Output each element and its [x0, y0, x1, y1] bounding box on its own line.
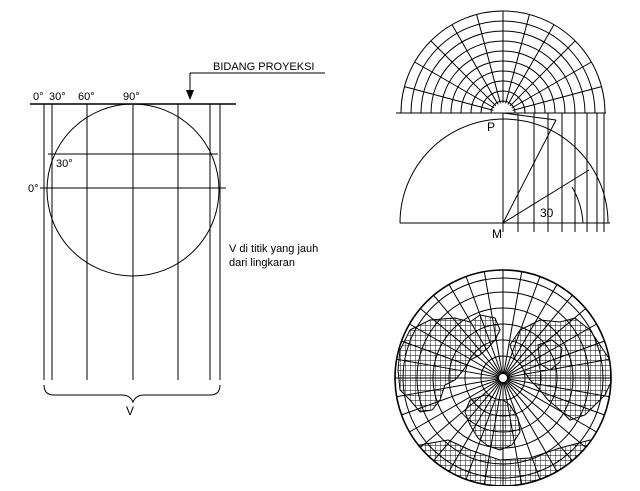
orthographic-projection-diagram: BIDANG PROYEKSI 0° 30° 60° 90° 30° 0° V … [28, 61, 325, 418]
meridian-line-8 [503, 381, 523, 486]
upper-radial-8 [451, 24, 499, 105]
meridian-line-34 [506, 339, 607, 378]
meridian-line-20 [399, 339, 500, 378]
projection-plane-arrow [186, 72, 325, 100]
upper-radial-1 [512, 86, 602, 111]
meridian-line-11 [464, 381, 503, 482]
polar-cap [481, 356, 525, 400]
meridian-line-5 [505, 380, 575, 463]
point-p-label: P [487, 120, 495, 134]
polar-world-map [394, 269, 612, 487]
construction-line-2 [502, 169, 590, 224]
meridian-line-16 [399, 378, 500, 417]
lower-sphere-arc [399, 118, 609, 224]
longitude-label-60: 60° [78, 91, 95, 103]
meridian-line-12 [447, 381, 502, 474]
longitude-label-90: 90° [123, 91, 140, 103]
meridian-line-22 [418, 306, 501, 376]
meridian-line-24 [447, 282, 502, 375]
meridian-line-1 [506, 378, 611, 398]
meridian-line-31 [505, 293, 575, 376]
angle-arc [571, 186, 584, 224]
latitude-label-30: 30° [56, 158, 73, 170]
meridian-line-7 [503, 381, 542, 482]
meridian-line-4 [505, 380, 588, 450]
vantage-point-label: V [126, 404, 134, 418]
note-line-1: V di titik yang jauh [229, 243, 318, 255]
meridian-line-21 [407, 322, 500, 377]
meridian-line-32 [505, 306, 588, 376]
upper-radial-10 [414, 61, 495, 109]
bottom-brace [43, 384, 221, 404]
meridian-line-28 [503, 270, 523, 375]
meridian-line-29 [503, 274, 542, 375]
meridian-line-6 [504, 381, 559, 474]
meridian-line-17 [395, 378, 500, 398]
meridian-line-14 [418, 380, 501, 450]
construction-line-1 [502, 119, 557, 224]
point-m-label: M [492, 227, 502, 241]
meridian-line-3 [506, 379, 599, 434]
meridian-line-13 [431, 380, 501, 463]
meridian-line-25 [464, 274, 503, 375]
upper-radial-lines [401, 11, 605, 114]
meridian-line-33 [506, 322, 599, 377]
angle-label: 30 [540, 206, 554, 220]
meridian-line-19 [395, 358, 500, 378]
upper-radial-3 [509, 40, 576, 107]
meridian-line-23 [431, 293, 501, 376]
upper-radial-11 [404, 86, 494, 111]
map-graticule [395, 270, 611, 486]
note-line-2: dari lingkaran [229, 257, 295, 269]
meridian-line-30 [504, 282, 559, 375]
meridian-line-35 [506, 358, 611, 378]
lower-vertical-lines [517, 113, 605, 232]
upper-radial-2 [511, 61, 592, 109]
meridian-line-2 [506, 378, 607, 417]
longitude-label-30: 30° [49, 91, 66, 103]
upper-radial-7 [476, 14, 501, 104]
longitude-label-0: 0° [33, 91, 44, 103]
polar-construction-diagram: P M 30 [396, 10, 610, 241]
meridian-line-15 [407, 379, 500, 434]
meridian-line-26 [483, 270, 503, 375]
upper-radial-4 [507, 24, 555, 105]
projection-plane-label: BIDANG PROYEKSI [213, 61, 314, 73]
globe-circle [46, 103, 220, 277]
projection-lines [43, 104, 221, 380]
construction-line-3 [502, 112, 557, 121]
equator-label: 0° [28, 183, 39, 195]
meridian-line-10 [483, 381, 503, 486]
upper-radial-9 [430, 40, 497, 107]
upper-radial-5 [505, 14, 530, 104]
